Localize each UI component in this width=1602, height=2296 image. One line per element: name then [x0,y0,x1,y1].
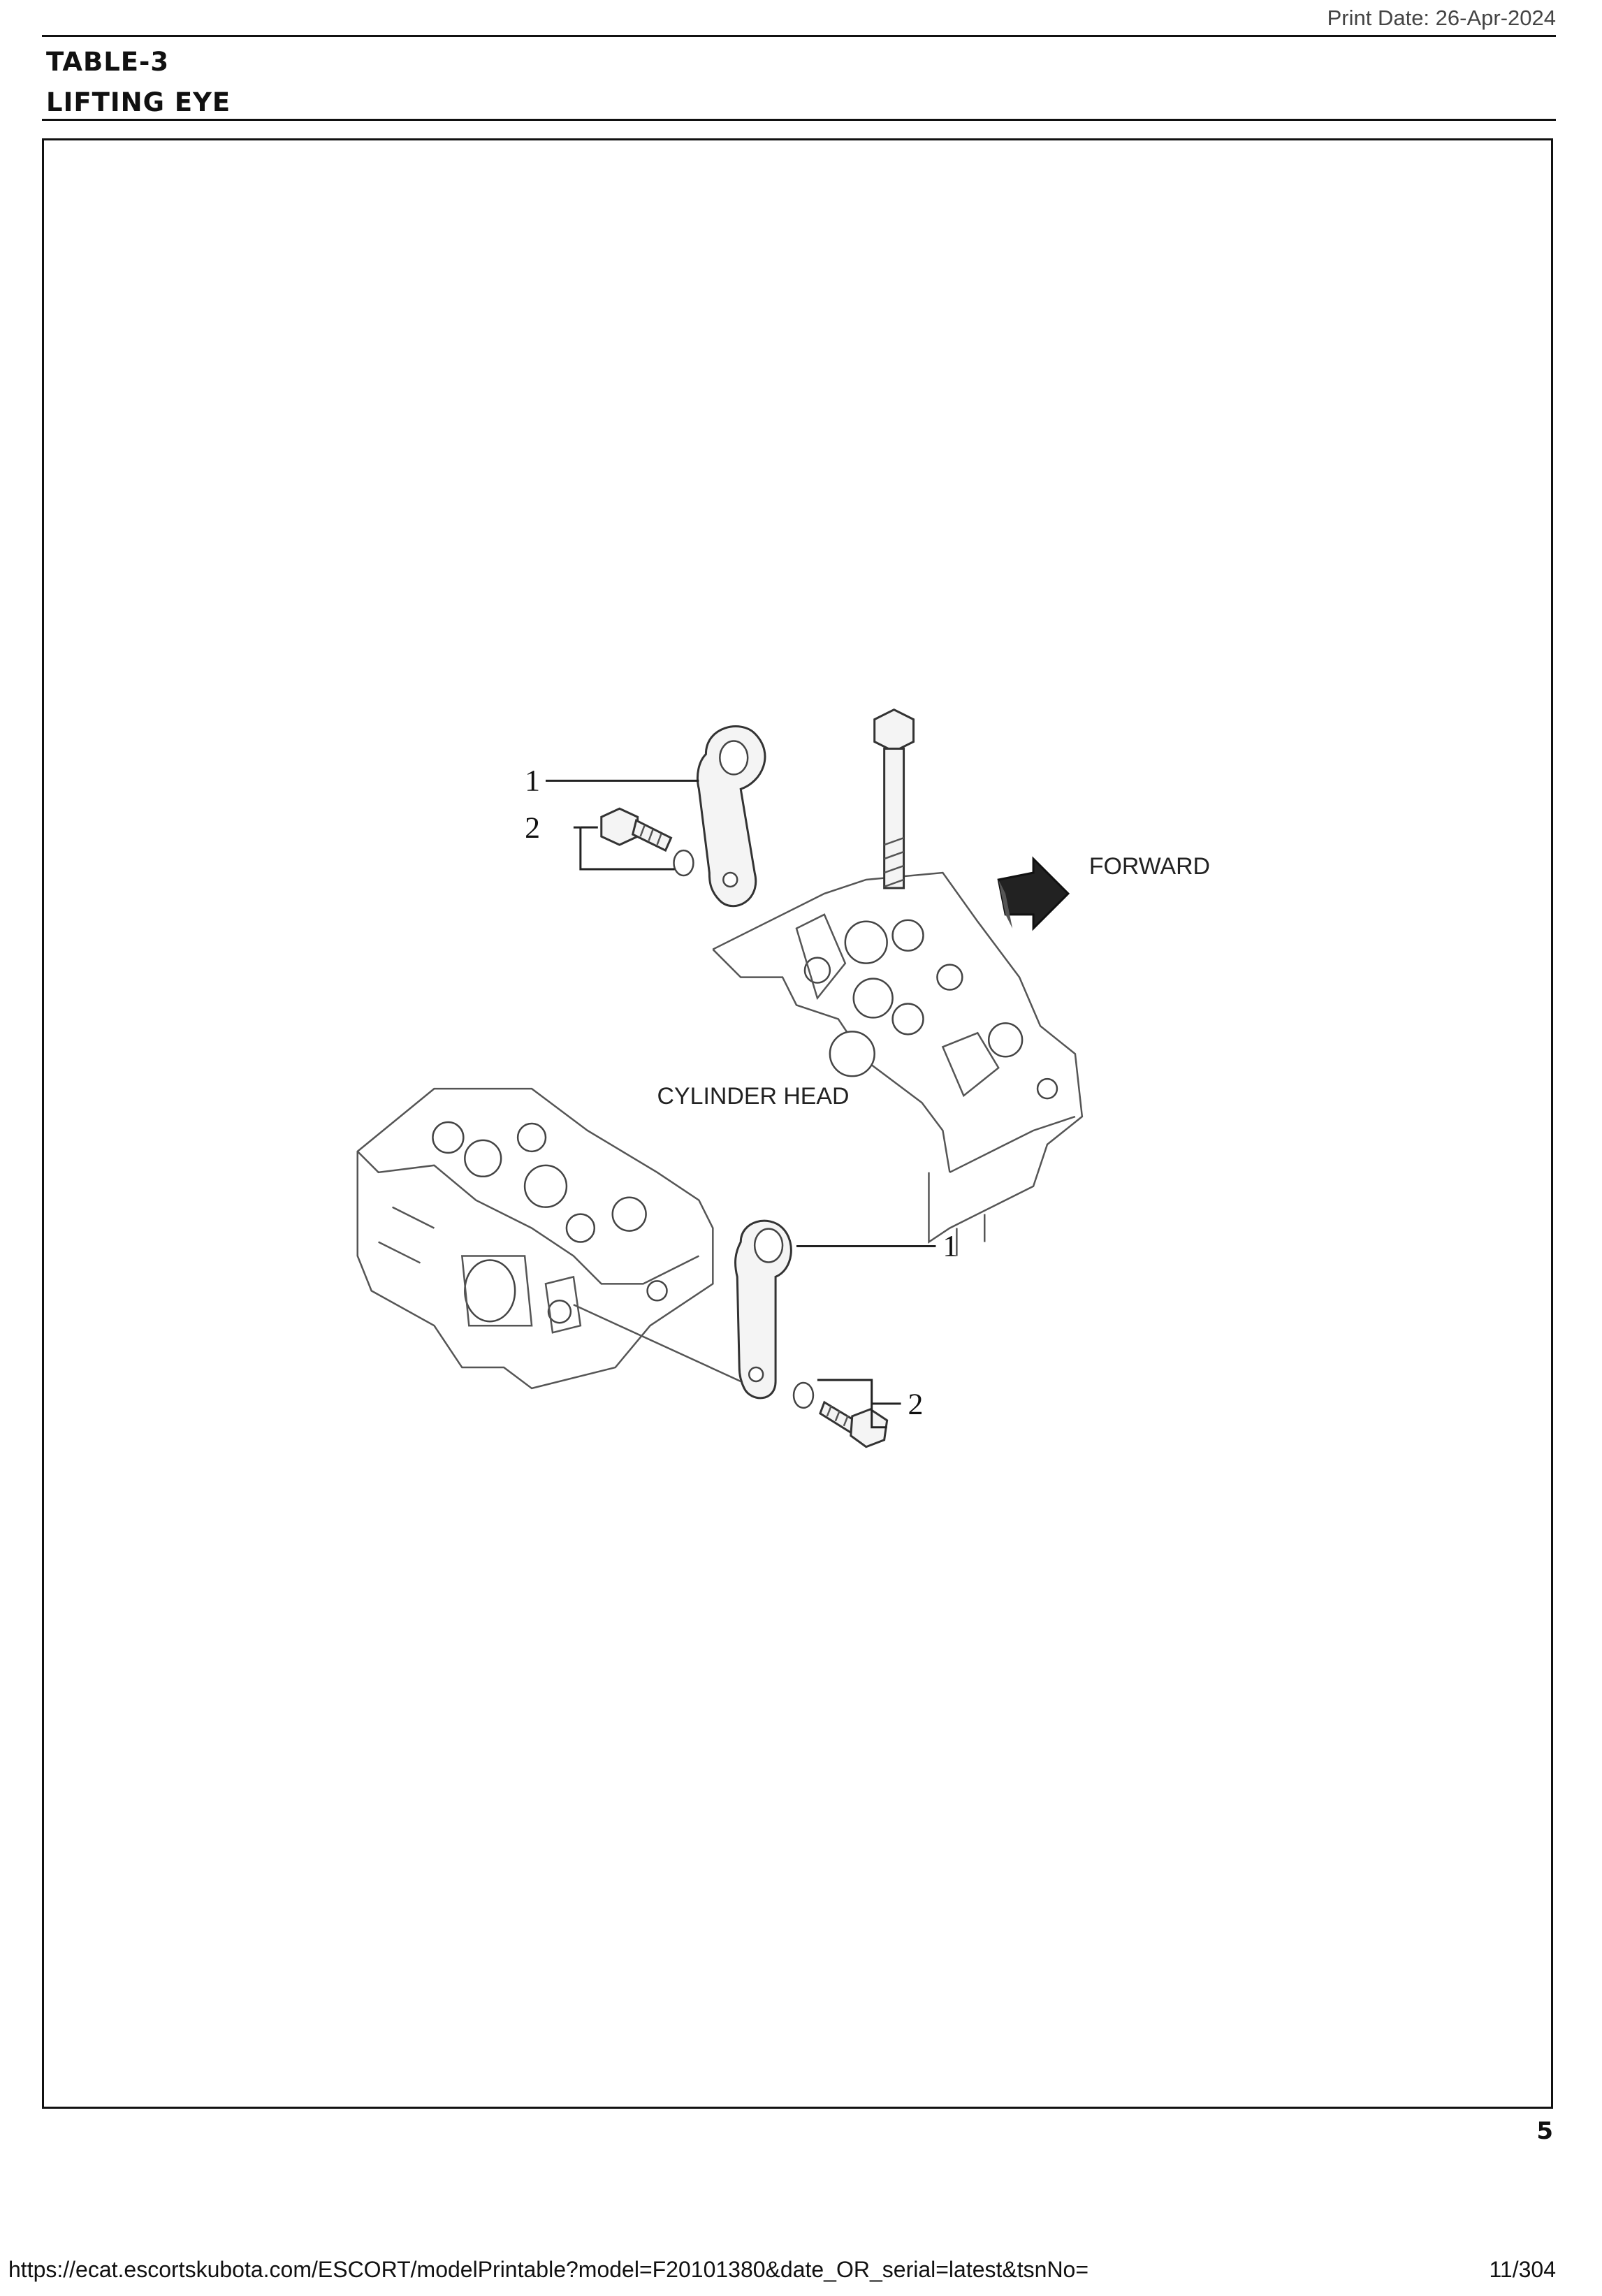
lifting-eye-upper [696,725,766,908]
cylinder-head-label: CYLINDER HEAD [657,1083,850,1110]
exploded-parts-diagram: FORWARD 1 2 CYLINDER HEAD [356,708,1210,1448]
forward-label: FORWARD [1089,853,1210,880]
forward-arrow-icon [997,856,1070,931]
title-block: TABLE-3 LIFTING EYE [46,42,231,123]
footer-page-count: 11/304 [1489,2257,1557,2282]
callout-1-lower: 1 [942,1229,958,1263]
lifting-eye-lower [734,1219,792,1400]
callout-1-upper: 1 [525,764,540,797]
table-number: TABLE-3 [46,47,170,77]
diagram-frame: FORWARD 1 2 CYLINDER HEAD [42,138,1553,2109]
bolt-washer-lower [792,1381,889,1448]
header-rule [42,35,1556,37]
bolt-washer-upper [600,807,694,877]
head-bolt [873,708,915,889]
page-number: 5 [1536,2117,1553,2145]
cylinder-head-lower [356,1087,714,1390]
title-rule [42,119,1556,121]
cylinder-head-upper [712,871,1084,1256]
print-date: Print Date: 26-Apr-2024 [1327,6,1556,30]
footer-url: https://ecat.escortskubota.com/ESCORT/mo… [8,2257,1089,2282]
section-title: LIFTING EYE [46,87,231,117]
callout-2-lower: 2 [908,1388,924,1421]
callout-2-upper: 2 [525,811,540,845]
